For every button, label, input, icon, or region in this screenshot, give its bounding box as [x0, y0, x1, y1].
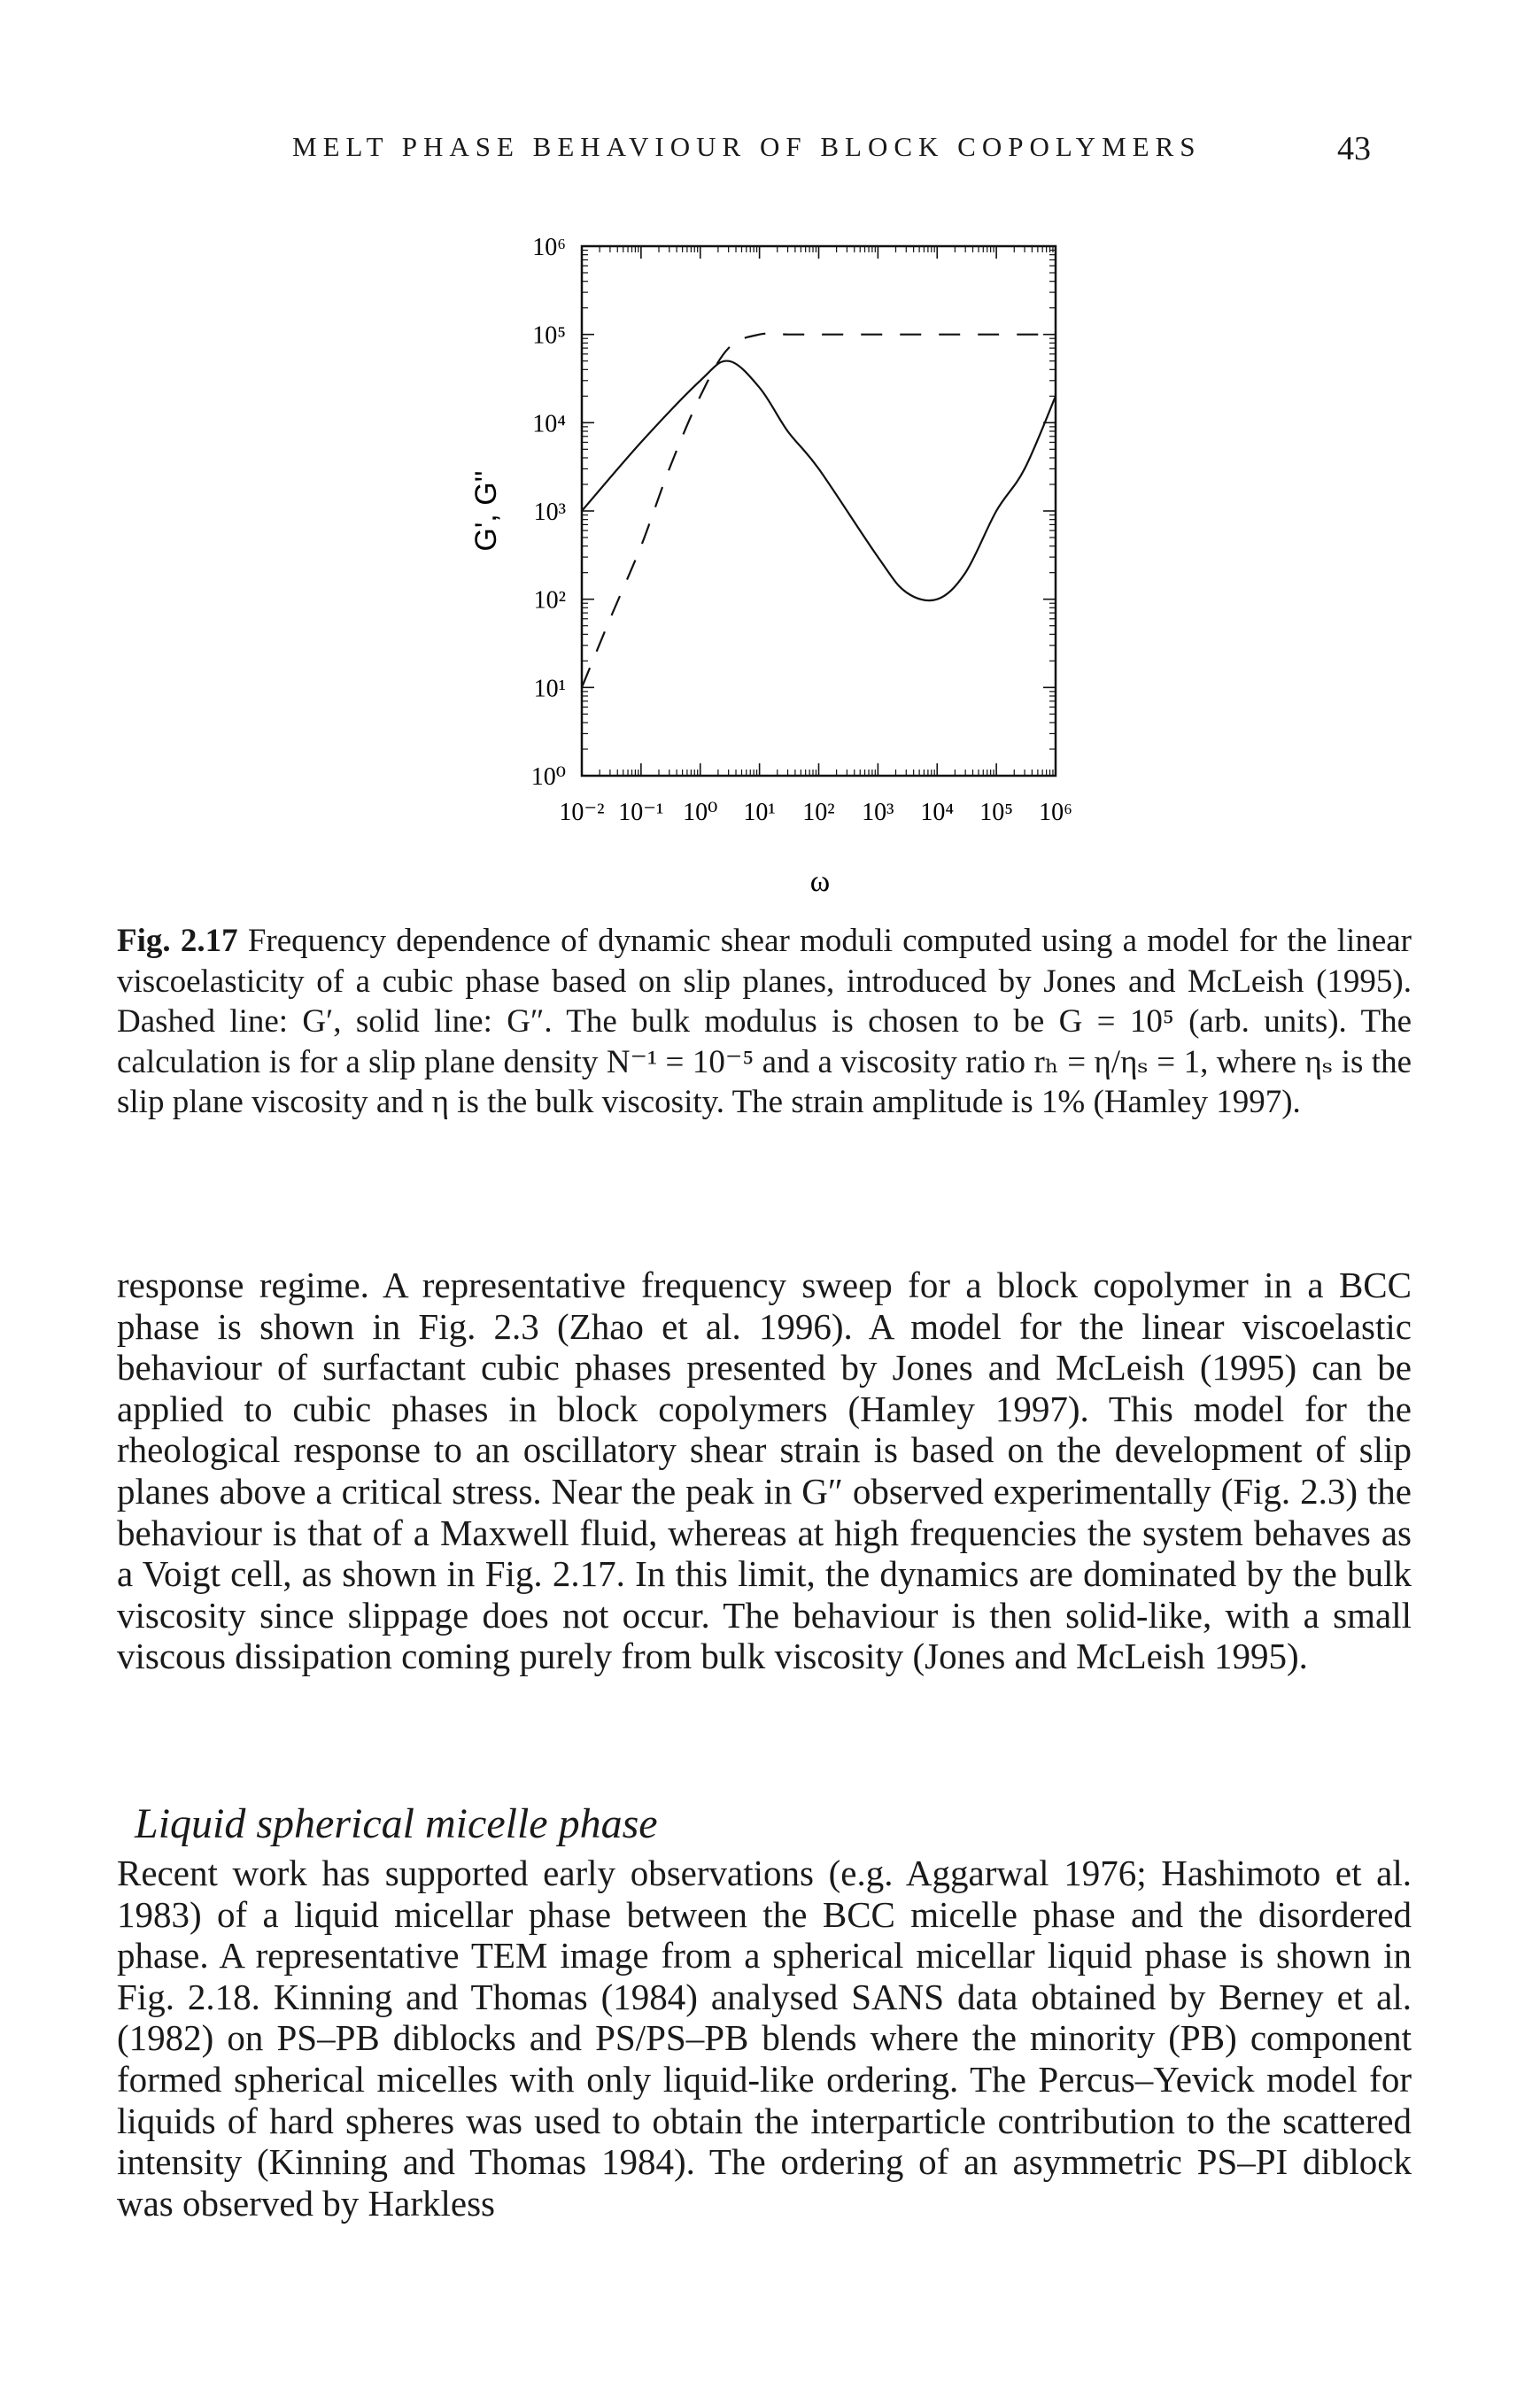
- series-g-double-prime-solid: [581, 360, 1057, 602]
- page-number: 43: [1337, 130, 1371, 167]
- x-tick-label: 10⁵: [979, 799, 1013, 826]
- moduli-chart: 10⁻² 10⁻¹ 10⁰ 10¹ 10² 10³ 10⁴ 10⁵ 10⁶ 10⁰ 10¹ 10² 10…: [469, 234, 1072, 898]
- x-tick-label: 10¹: [743, 799, 775, 826]
- y-tick-label: 10⁴: [532, 410, 566, 437]
- x-tick-label: 10⁻¹: [618, 799, 663, 826]
- figure-caption: Fig. 2.17 Frequency dependence of dynami…: [117, 921, 1412, 1123]
- y-tick-label: 10³: [534, 499, 566, 526]
- x-tick-label: 10³: [862, 799, 894, 826]
- y-tick-label: 10⁰: [531, 763, 566, 791]
- y-tick-label: 10⁵: [532, 322, 566, 350]
- x-axis-label: ω: [810, 865, 830, 898]
- plot-frame: [580, 244, 1057, 778]
- series-g-prime-dashed: [580, 332, 1056, 688]
- section-paragraph: Recent work has supported early observat…: [117, 1853, 1412, 2224]
- y-tick-label: 10²: [534, 587, 566, 615]
- y-tick-label: 10¹: [534, 675, 566, 702]
- body-paragraph: response regime. A representative freque…: [117, 1265, 1412, 1677]
- x-tick-label: 10⁻²: [559, 799, 604, 826]
- x-tick-label: 10⁴: [920, 799, 954, 826]
- caption-text: Frequency dependence of dynamic shear mo…: [117, 923, 1412, 1120]
- x-tick-label: 10⁰: [683, 799, 717, 826]
- y-axis-label: G', G'': [469, 470, 503, 551]
- running-head: MELT PHASE BEHAVIOUR OF BLOCK COPOLYMERS…: [0, 130, 1540, 175]
- running-title: MELT PHASE BEHAVIOUR OF BLOCK COPOLYMERS: [292, 131, 1202, 162]
- x-tick-label: 10²: [802, 799, 834, 826]
- section-heading: Liquid spherical micelle phase: [135, 1800, 658, 1847]
- paragraph-text: response regime. A representative freque…: [117, 1265, 1412, 1677]
- figure-2-17: 10⁻² 10⁻¹ 10⁰ 10¹ 10² 10³ 10⁴ 10⁵ 10⁶ 10⁰ 10¹ 10² 10…: [0, 213, 1540, 921]
- x-tick-label: 10⁶: [1039, 799, 1072, 826]
- section-paragraph-text: Recent work has supported early observat…: [117, 1853, 1412, 2224]
- y-tick-label: 10⁶: [532, 234, 566, 261]
- figure-label: Fig. 2.17: [117, 923, 238, 959]
